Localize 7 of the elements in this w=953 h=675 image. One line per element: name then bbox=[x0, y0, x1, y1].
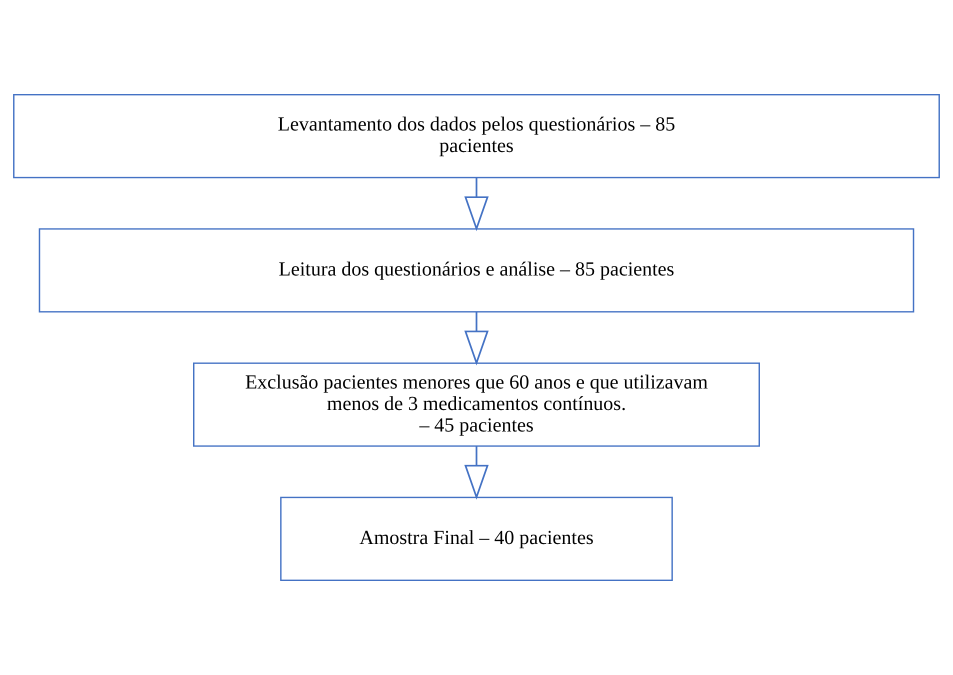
node-box: Amostra Final – 40 pacientes bbox=[280, 496, 673, 581]
arrow bbox=[464, 446, 489, 500]
arrow bbox=[464, 312, 489, 366]
node-box: Levantamento dos dados pelos questionários – 85 pacientes bbox=[13, 94, 940, 178]
arrow bbox=[464, 178, 489, 232]
node-box: Exclusão pacientes menores que 60 anos e que utilizavam menos de 3 medicamentos contínuos. – 45 pacientes bbox=[193, 362, 760, 447]
node-box: Leitura dos questionários e análise – 85 pacientes bbox=[38, 228, 914, 312]
